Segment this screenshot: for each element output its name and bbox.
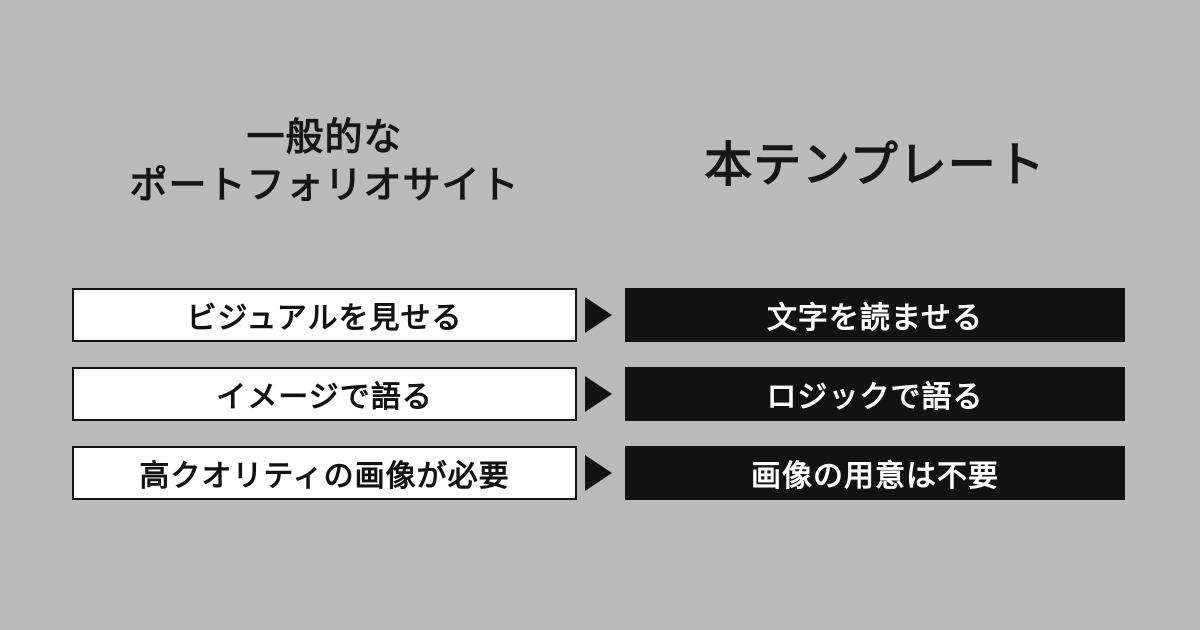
arrow-right-icon (585, 297, 612, 333)
left-column-header-line1: 一般的な (246, 117, 403, 159)
comparison-row: ビジュアルを見せる 文字を読ませる (0, 288, 1200, 342)
portfolio-trait-box: 高クオリティの画像が必要 (72, 446, 577, 500)
template-trait-box: ロジックで語る (625, 367, 1125, 421)
left-column-header-line2: ポートフォリオサイト (129, 165, 520, 207)
template-trait-box: 画像の用意は不要 (625, 446, 1125, 500)
portfolio-trait-box: ビジュアルを見せる (72, 288, 577, 342)
right-column-header: 本テンプレート (704, 139, 1046, 192)
portfolio-trait-box: イメージで語る (72, 367, 577, 421)
comparison-row: 高クオリティの画像が必要 画像の用意は不要 (0, 446, 1200, 500)
left-column-header: 一般的な ポートフォリオサイト (72, 114, 577, 210)
comparison-row: イメージで語る ロジックで語る (0, 367, 1200, 421)
arrow-right-icon (585, 455, 612, 491)
template-trait-box: 文字を読ませる (625, 288, 1125, 342)
arrow-right-icon (585, 376, 612, 412)
